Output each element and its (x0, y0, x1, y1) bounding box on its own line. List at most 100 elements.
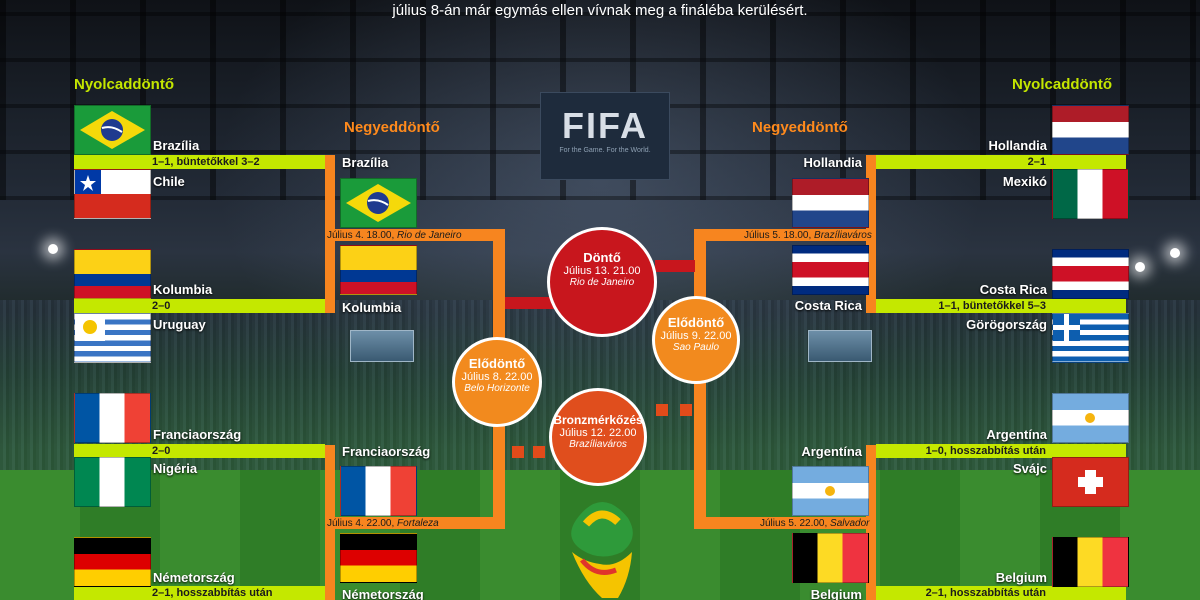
r16-team-name: Argentína (986, 427, 1047, 442)
flag-colombia-icon (340, 245, 417, 295)
flag-france-icon (74, 393, 151, 443)
bronze-circle: Bronzmérkőzés Július 12. 22.00 Brazíliav… (549, 388, 647, 486)
flag-nigeria-icon (74, 457, 151, 507)
final-circle: Döntő Július 13. 21.00 Rio de Janeiro (547, 227, 657, 337)
flag-switzerland-icon (1052, 457, 1129, 507)
qf-team-name: Kolumbia (342, 300, 402, 315)
flag-germany-icon (74, 537, 151, 587)
bracket-line (325, 529, 335, 600)
semi-left-circle: Elődöntő Július 8. 22.00 Belo Horizonte (452, 337, 542, 427)
bronze-title: Bronzmérkőzés (553, 413, 643, 427)
flag-germany-icon (340, 533, 417, 583)
caption: július 8-án már egymás ellen vívnak meg … (392, 2, 808, 19)
fifa-logo: FIFA (562, 105, 648, 146)
qf-team-name: Hollandia (803, 155, 862, 170)
semi-date: Július 9. 22.00 (660, 330, 732, 342)
flag-chile-icon (74, 169, 151, 219)
floodlight-icon (1135, 262, 1145, 272)
qf-team-name: Argentína (801, 444, 862, 459)
flag-greece-icon (1052, 313, 1129, 363)
r16-team-name: Kolumbia (153, 282, 213, 297)
bracket-line (866, 529, 876, 600)
final-venue: Rio de Janeiro (569, 277, 635, 288)
r16-title-right: Nyolcaddöntő (1012, 76, 1112, 93)
floodlight-icon (48, 244, 58, 254)
qf-team-name: Brazília (342, 155, 389, 170)
semi-venue: Belo Horizonte (464, 383, 530, 394)
qf-team-name: Franciaország (342, 444, 431, 459)
flag-belgium-icon (792, 533, 869, 583)
bracket-line (325, 445, 335, 518)
bracket-square (656, 404, 668, 416)
qf-team-name: Belgium (810, 587, 862, 600)
flag-france-icon (340, 466, 417, 516)
fifa-slogan: For the Game. For the World. (559, 147, 651, 154)
bracket-line (325, 155, 335, 235)
qf-title-left: Negyeddöntő (344, 119, 440, 136)
flag-costa-rica-icon (1052, 249, 1129, 299)
flag-belgium-icon (1052, 537, 1129, 587)
r16-team-name: Costa Rica (979, 282, 1047, 297)
bracket-line (325, 517, 505, 529)
r16-team-name: Hollandia (988, 138, 1047, 153)
bracket-square (680, 404, 692, 416)
bracket-line (866, 241, 876, 313)
bracket-line (866, 445, 876, 518)
stadium-screen (808, 330, 872, 362)
r16-result-bar: 1–1, büntetőkkel 3–2 (74, 155, 325, 169)
flag-costa-rica-icon (792, 245, 869, 295)
flag-netherlands-icon (1052, 105, 1129, 155)
flag-colombia-icon (74, 249, 151, 299)
qf-match-info: Július 4. 18.00, Rio de Janeiro (327, 230, 462, 241)
flag-netherlands-icon (792, 178, 869, 228)
final-date: Július 13. 21.00 (563, 265, 641, 277)
bronze-date: Július 12. 22.00 (559, 427, 637, 439)
flag-brazil-icon (74, 105, 151, 155)
r16-result-bar: 2–1 (876, 155, 1126, 169)
r16-team-name: Brazília (153, 138, 200, 153)
r16-team-name: Uruguay (153, 317, 206, 332)
r16-team-name: Mexikó (1002, 174, 1047, 189)
r16-team-name: Németország (153, 570, 235, 585)
bracket-square (512, 446, 524, 458)
bracket-line (694, 517, 876, 529)
floodlight-icon (1170, 248, 1180, 258)
stadium-screen (350, 330, 414, 362)
r16-result-bar: 2–1, hosszabbítás után (74, 586, 325, 600)
bracket-line (866, 155, 876, 235)
flag-brazil-icon (340, 178, 417, 228)
qf-team-name: Németország (342, 587, 424, 600)
r16-team-name: Chile (153, 174, 185, 189)
bracket-line (325, 229, 505, 241)
qf-team-name: Costa Rica (794, 298, 862, 313)
fifa-board: FIFA For the Game. For the World. (540, 92, 670, 180)
r16-result-bar: 2–1, hosszabbítás után (876, 586, 1126, 600)
semi-date: Július 8. 22.00 (461, 371, 533, 383)
bracket-line (325, 241, 335, 313)
flag-uruguay-icon (74, 313, 151, 363)
qf-title-right: Negyeddöntő (752, 119, 848, 136)
semi-right-circle: Elődöntő Július 9. 22.00 Sao Paulo (652, 296, 740, 384)
final-title: Döntő (583, 250, 621, 265)
r16-result-bar: 1–0, hosszabbítás után (876, 444, 1126, 458)
bracket-square (533, 446, 545, 458)
qf-match-info: Július 5. 18.00, Brazíliaváros (744, 230, 872, 241)
bronze-venue: Brazíliaváros (569, 439, 627, 450)
flag-argentina-icon (792, 466, 869, 516)
semi-title: Elődöntő (667, 315, 725, 330)
r16-result-bar: 2–0 (74, 444, 325, 458)
semi-venue: Sao Paulo (672, 342, 720, 353)
flag-mexico-icon (1052, 169, 1129, 219)
r16-result-bar: 1–1, büntetőkkel 5–3 (876, 299, 1126, 313)
r16-title-left: Nyolcaddöntő (74, 76, 174, 93)
r16-team-name: Görögország (966, 317, 1047, 332)
r16-team-name: Franciaország (153, 427, 242, 442)
bracket-connector (655, 260, 695, 272)
r16-team-name: Nigéria (153, 461, 198, 476)
r16-result-bar: 2–0 (74, 299, 325, 313)
semi-title: Elődöntő (468, 356, 526, 371)
bracket-line (694, 229, 876, 241)
flag-argentina-icon (1052, 393, 1129, 443)
r16-team-name: Svájc (1013, 461, 1047, 476)
